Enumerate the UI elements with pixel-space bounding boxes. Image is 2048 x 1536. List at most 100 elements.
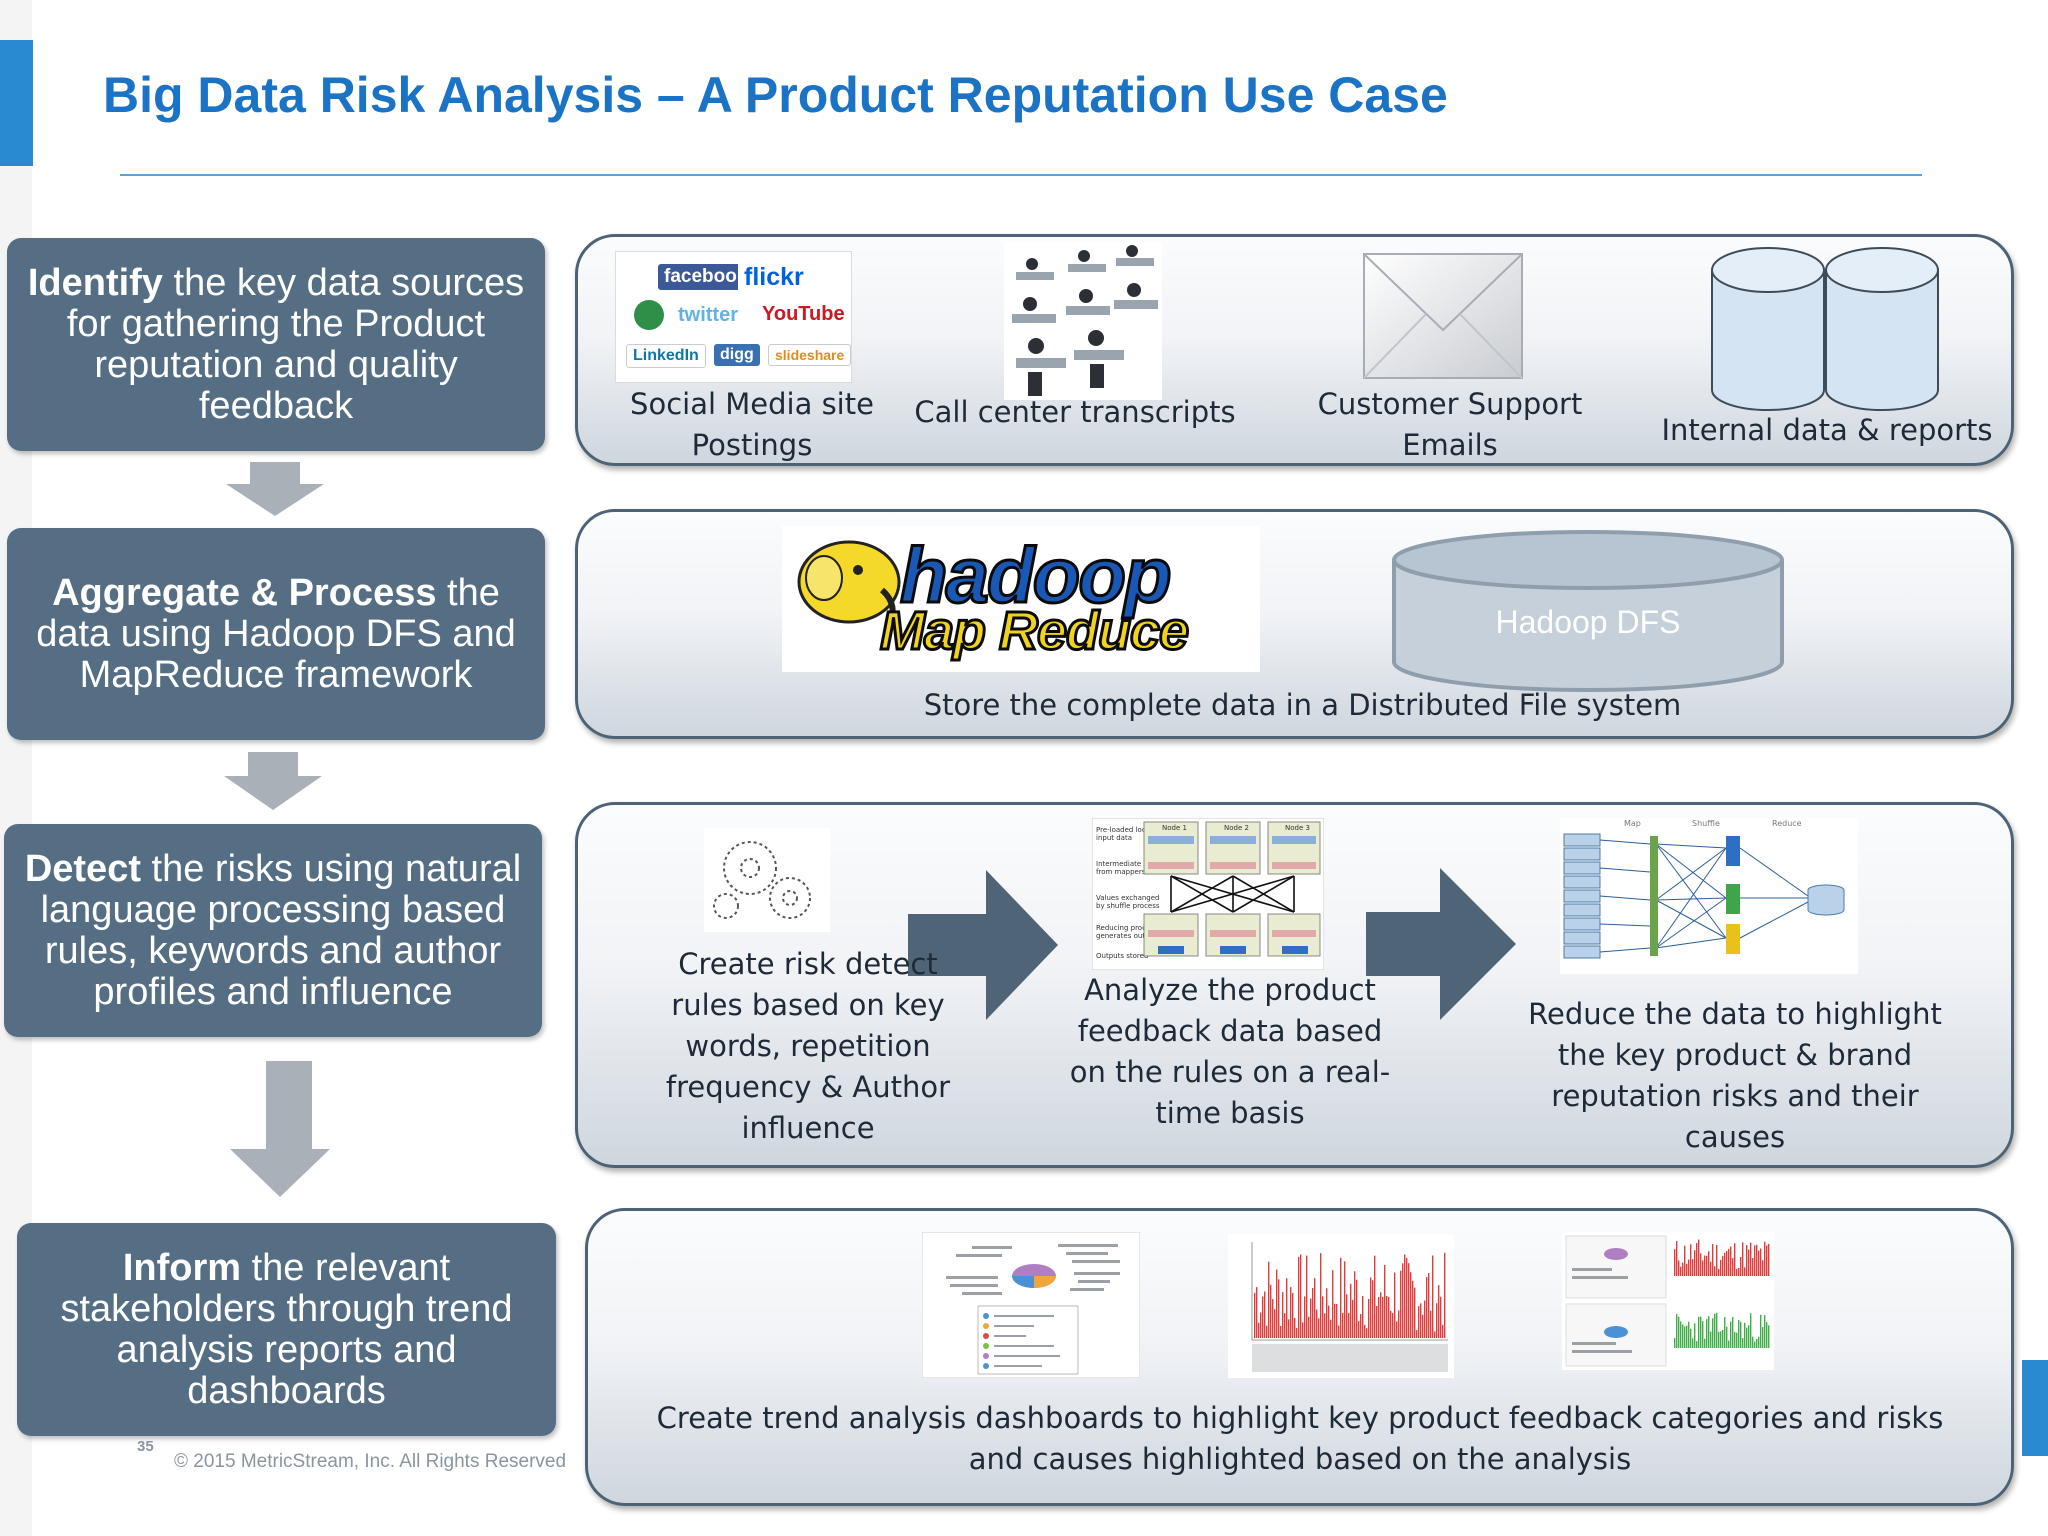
slide-title: Big Data Risk Analysis – A Product Reput… (103, 67, 1448, 123)
sparkline-bar (1754, 1341, 1756, 1348)
sparkline-bar (1748, 1249, 1750, 1276)
sparkline-bar (1738, 1319, 1740, 1348)
svg-text:input data: input data (1096, 834, 1132, 842)
sparkline-bar (1754, 1245, 1756, 1276)
sparkline-bar (1254, 1292, 1256, 1338)
sparkline-bar (1346, 1294, 1348, 1338)
sparkline-bar (1414, 1287, 1416, 1338)
sparkline-bar (1762, 1327, 1764, 1348)
sparkline-bar (1764, 1315, 1766, 1348)
sparkline-bar (1358, 1321, 1360, 1338)
sparkline-bar (1368, 1299, 1370, 1338)
sparkline-bar (1380, 1292, 1382, 1338)
right-accent-bar (2022, 1360, 2048, 1456)
sparkline-bar (1306, 1255, 1308, 1338)
svg-text:Pre-loaded local: Pre-loaded local (1096, 826, 1152, 834)
sparkline-bar (1284, 1313, 1286, 1338)
sparkline-bar (1708, 1316, 1710, 1348)
title-divider (120, 174, 1922, 176)
svg-text:Outputs stored: Outputs stored (1096, 952, 1148, 960)
sparkline-bar (1310, 1298, 1312, 1338)
sparkline-bar (1698, 1239, 1700, 1276)
sparkline-bar (1266, 1325, 1268, 1338)
sparkline-bar (1326, 1288, 1328, 1338)
sparkline-bar (1296, 1327, 1298, 1338)
sparkline-bar (1394, 1272, 1396, 1338)
sparkline-bar (1730, 1246, 1732, 1276)
sparkline-bar (1324, 1313, 1326, 1338)
sparkline-bar (1416, 1330, 1418, 1338)
sparkline-bar (1712, 1244, 1714, 1276)
sparkline-bar (1436, 1303, 1438, 1338)
sparkline-bar (1424, 1300, 1426, 1338)
sparkline-bar (1678, 1260, 1680, 1276)
down-arrow-1 (226, 462, 324, 516)
stumbleupon-icon (634, 300, 664, 330)
sparkline-bar (1702, 1321, 1704, 1348)
sparkline-bar (1442, 1324, 1444, 1338)
sparkline-bar (1742, 1242, 1744, 1276)
sparkline-bar (1434, 1331, 1436, 1338)
sparkline-bar (1730, 1321, 1732, 1348)
sparkline-bar (1752, 1258, 1754, 1276)
sparkline-bar (1388, 1296, 1390, 1338)
step-inform-bold: Inform (122, 1246, 242, 1289)
sparkline-bar (1428, 1273, 1430, 1338)
sparkline-bar (1724, 1252, 1726, 1276)
database-icon (1711, 247, 1939, 411)
sparkline-bar (1734, 1243, 1736, 1276)
sparkline-bar (1720, 1259, 1722, 1276)
sparkline-bar (1734, 1331, 1736, 1348)
call-center-image (1004, 242, 1162, 400)
step-identify-bold: Identify (27, 261, 163, 304)
sparkline-bar (1758, 1336, 1760, 1348)
sparkline-bar (1756, 1244, 1758, 1276)
sparkline-bar (1720, 1331, 1722, 1348)
sparkline-bar (1742, 1338, 1744, 1348)
sparkline-bar (1706, 1319, 1708, 1348)
sparkline-bar (1386, 1295, 1388, 1338)
facebook-logo: facebook (658, 264, 754, 290)
step-aggregate-text: the data using Hadoop DFS and MapReduce … (36, 571, 516, 696)
sparkline-bar (1370, 1277, 1372, 1338)
sparkline-bar (1712, 1318, 1714, 1348)
sparkline-bar (1290, 1287, 1292, 1338)
sparkline-bar (1696, 1341, 1698, 1348)
flow-arrow-1 (908, 870, 1058, 1020)
social-media-caption: Social Media site Postings (630, 387, 874, 462)
sparkline-bar (1704, 1255, 1706, 1276)
youtube-logo: YouTube (756, 301, 851, 328)
sparkline-bar (1398, 1310, 1400, 1338)
sparkline-bar (1344, 1261, 1346, 1338)
sparkline-bar (1270, 1284, 1272, 1338)
sparkline-bar (1408, 1263, 1410, 1338)
internal-data-caption: Internal data & reports (1661, 413, 1993, 447)
sparkline-bar (1396, 1321, 1398, 1338)
sparkline-bar (1374, 1255, 1376, 1338)
sparkline-bar (1404, 1254, 1406, 1338)
sparkline-bar (1744, 1267, 1746, 1276)
sparkline-bar (1760, 1248, 1762, 1276)
sparkline-bar (1700, 1253, 1702, 1276)
twitter-logo: twitter (672, 302, 744, 329)
sparkline-bar (1314, 1278, 1316, 1338)
sparkline-bar (1294, 1317, 1296, 1338)
sparkline-bar (1320, 1253, 1322, 1338)
sparkline-bar (1318, 1318, 1320, 1338)
left-accent-bar (0, 40, 33, 166)
envelope-icon (1363, 253, 1523, 379)
sparkline-bar (1702, 1260, 1704, 1276)
sparkline-bar (1736, 1268, 1738, 1276)
sparkline-bar (1332, 1270, 1334, 1338)
dashboard-thumbnail (1562, 1232, 1774, 1370)
social-media-logos: facebook flickr twitter YouTube LinkedIn… (615, 251, 852, 383)
down-arrow-2 (224, 752, 322, 810)
sparkline-bar (1688, 1259, 1690, 1276)
sparkline-bar (1684, 1245, 1686, 1276)
node-label-1: Node 1 (1162, 824, 1187, 832)
sparkline-bar (1728, 1249, 1730, 1276)
sparkline-bar (1764, 1241, 1766, 1276)
sparkline-bar (1352, 1299, 1354, 1338)
sparkline-bar (1744, 1322, 1746, 1348)
